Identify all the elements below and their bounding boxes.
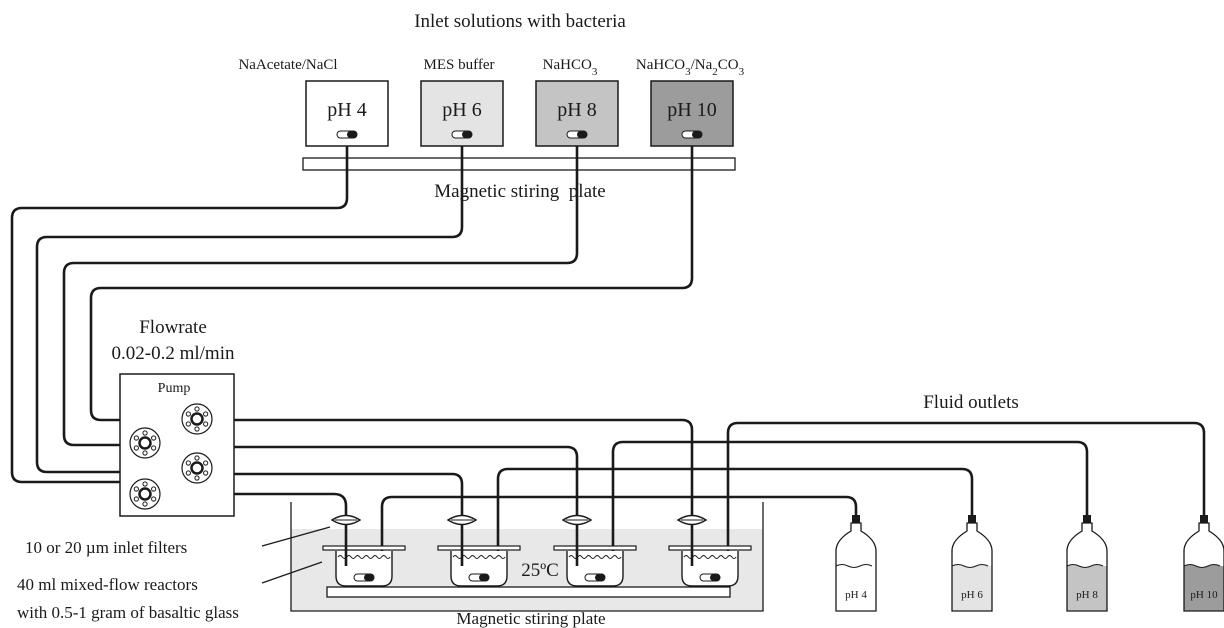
mixed-flow-reactor — [437, 545, 521, 587]
stir-bar-dark-half — [462, 131, 472, 138]
reactor-lid — [668, 545, 752, 551]
flowrate-value: 0.02-0.2 ml/min — [112, 343, 235, 364]
pump-head-icon — [181, 403, 213, 435]
reactor-vessel — [681, 551, 739, 587]
top-stirring-plate-label: Magnetic stiring plate — [434, 181, 605, 202]
solution-bottle-ph-label: pH 4 — [327, 99, 366, 121]
outlet-bottle-ph4: pH 4 — [835, 515, 877, 612]
reactors-label-line-1: 40 ml mixed-flow reactors — [17, 575, 198, 594]
bottle-body — [1183, 522, 1224, 612]
pump-to-reactor-3-tube — [232, 445, 579, 520]
bottle-cap — [852, 515, 860, 523]
pump-to-reactor-2-tube — [232, 472, 464, 520]
bottom-stirring-plate-label: Magnetic stiring plate — [456, 609, 605, 628]
solution-name-ph6: MES buffer — [424, 57, 495, 73]
top-stirring-plate — [302, 157, 736, 171]
reactor-vessel — [335, 551, 393, 587]
bath-temperature: 25ºC — [521, 560, 559, 581]
bottle-cap — [1200, 515, 1208, 523]
bottle-body — [951, 522, 993, 612]
inlet-filter — [446, 514, 478, 566]
solution-name-ph10: NaHCO3/Na2CO3 — [636, 57, 745, 78]
bottle-cap — [1083, 515, 1091, 523]
outlet-bottle-ph-label: pH 10 — [1190, 589, 1218, 601]
reactor-lid — [437, 545, 521, 551]
solution-bottle-ph10: pH 10 — [650, 80, 734, 147]
stir-bar-dark-half — [479, 574, 489, 581]
outlet-bottle-ph-label: pH 8 — [1076, 589, 1098, 601]
inlet-filters-label: 10 or 20 µm inlet filters — [25, 538, 187, 557]
solution-bottle-ph6: pH 6 — [420, 80, 504, 147]
bottle-body — [835, 522, 877, 612]
fluid-outlets-label: Fluid outlets — [923, 392, 1019, 413]
mixed-flow-reactor — [322, 545, 406, 587]
outlet-bottle-ph8: pH 8 — [1066, 515, 1108, 612]
stir-bar-dark-half — [710, 574, 720, 581]
solution-bottle-ph4: pH 4 — [305, 80, 389, 147]
outlet-bottle-ph-label: pH 6 — [961, 589, 983, 601]
pump-head-icon — [129, 478, 161, 510]
solution-name-ph8: NaHCO3 — [543, 57, 598, 78]
solution-bottle-ph-label: pH 8 — [557, 99, 596, 121]
flowrate-label: Flowrate — [139, 317, 207, 338]
stir-bar-dark-half — [595, 574, 605, 581]
inlet-tube-ph8 — [62, 136, 579, 447]
outlet-bottle-ph-label: pH 4 — [845, 589, 867, 601]
pump-label: Pump — [158, 381, 191, 396]
reactor-lid — [553, 545, 637, 551]
reactor-lid — [322, 545, 406, 551]
reactors-label-line-2: with 0.5-1 gram of basaltic glass — [17, 603, 239, 622]
outlet-tube-1 — [380, 495, 858, 568]
stir-bar-dark-half — [347, 131, 357, 138]
inlet-filter — [676, 514, 708, 566]
water-bath — [290, 502, 764, 612]
mixed-flow-reactor — [668, 545, 752, 587]
solution-name-ph4: NaAcetate/NaCl — [238, 57, 337, 73]
outlet-bottle-ph10: pH 10 — [1183, 515, 1224, 612]
reactor-vessel — [450, 551, 508, 587]
solution-bottle-ph8: pH 8 — [535, 80, 619, 147]
bottle-body — [1066, 522, 1108, 612]
pump-head-icon — [181, 452, 213, 484]
outlet-bottles: pH 4 pH 6 pH 8 pH 10 — [835, 515, 1224, 612]
stir-bar-dark-half — [692, 131, 702, 138]
bottom-stirring-plate — [326, 586, 731, 598]
solution-bottle-ph-label: pH 6 — [442, 99, 481, 121]
filters-leader-line — [261, 526, 331, 547]
pump-head-icon — [129, 427, 161, 459]
reactors — [322, 514, 752, 587]
outlet-tube-3 — [611, 440, 1089, 568]
pump-to-reactor-4-tube — [232, 418, 694, 520]
solution-bottles: pH 4 pH 6 pH 8 pH 10 — [305, 80, 734, 147]
inlet-filter — [330, 514, 362, 566]
inlet-tube-ph6 — [35, 136, 464, 474]
inlet-tube-ph10 — [89, 136, 694, 422]
outlet-tube-2 — [496, 467, 974, 568]
pump-to-reactor-1-tube — [232, 492, 348, 520]
stir-bar-dark-half — [364, 574, 374, 581]
bottle-cap — [968, 515, 976, 523]
pump-heads — [129, 403, 213, 510]
stir-bar-dark-half — [577, 131, 587, 138]
reactors-leader-line — [261, 561, 323, 584]
inlet-tube-ph4 — [10, 136, 349, 484]
inlet-filter — [561, 514, 593, 566]
solution-bottle-ph-label: pH 10 — [667, 99, 716, 121]
diagram-title: Inlet solutions with bacteria — [414, 11, 626, 32]
outlet-tube-4 — [726, 421, 1206, 568]
reactor-vessel — [566, 551, 624, 587]
outlet-bottle-ph6: pH 6 — [951, 515, 993, 612]
